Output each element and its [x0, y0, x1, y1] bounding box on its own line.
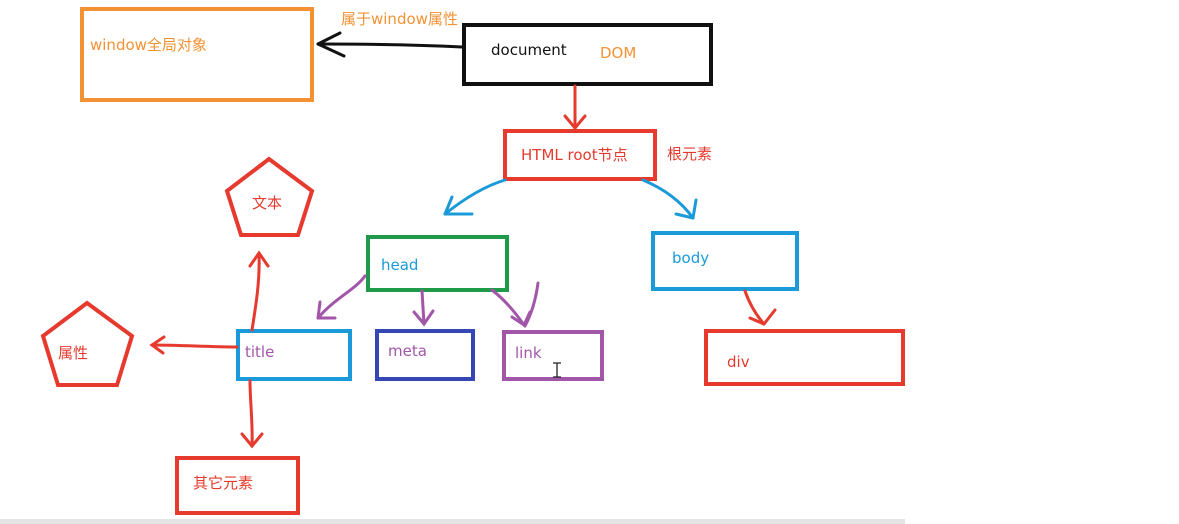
body-box: [651, 231, 799, 291]
link-label: link: [515, 344, 542, 362]
attribute-pentagon: [40, 300, 135, 387]
text-cursor-icon: [553, 362, 561, 378]
html-to-head-arrow: [443, 178, 507, 216]
text-node-label: 文本: [252, 194, 283, 212]
document-label: document: [491, 41, 567, 59]
body-to-div-arrow: [743, 289, 777, 326]
document-to-window-arrow: [316, 31, 464, 58]
dom-label: DOM: [600, 44, 637, 62]
head-to-title-arrow: [316, 274, 367, 320]
head-to-link-arrow: [490, 281, 540, 328]
title-to-text-arrow: [248, 250, 270, 332]
html-root-label: HTML root节点: [521, 146, 628, 164]
head-label: head: [381, 256, 419, 274]
body-label: body: [672, 249, 710, 267]
head-to-meta-arrow: [412, 289, 435, 327]
root-element-label: 根元素: [667, 145, 713, 163]
window-box: [80, 7, 314, 102]
other-elements-box: [175, 456, 300, 515]
div-label: div: [727, 353, 750, 371]
bottom-scrollbar-strip: [0, 519, 905, 524]
document-to-html-arrow: [563, 84, 587, 131]
attribute-label: 属性: [58, 344, 89, 362]
meta-box: [375, 329, 475, 381]
document-box: [462, 23, 713, 86]
title-label: title: [245, 343, 275, 361]
link-box: [502, 330, 604, 381]
other-elements-label: 其它元素: [193, 474, 254, 492]
belongs-to-window-label: 属于window属性: [341, 10, 458, 28]
window-label: window全局对象: [90, 36, 207, 54]
html-to-body-arrow: [641, 178, 698, 220]
div-box: [704, 329, 905, 386]
meta-label: meta: [388, 342, 427, 360]
title-to-attribute-arrow: [149, 335, 239, 355]
title-to-other-elements-arrow: [240, 379, 264, 449]
title-box: [236, 329, 352, 381]
text-pentagon: [224, 156, 315, 237]
head-box: [366, 235, 509, 292]
html-root-box: [503, 129, 657, 181]
